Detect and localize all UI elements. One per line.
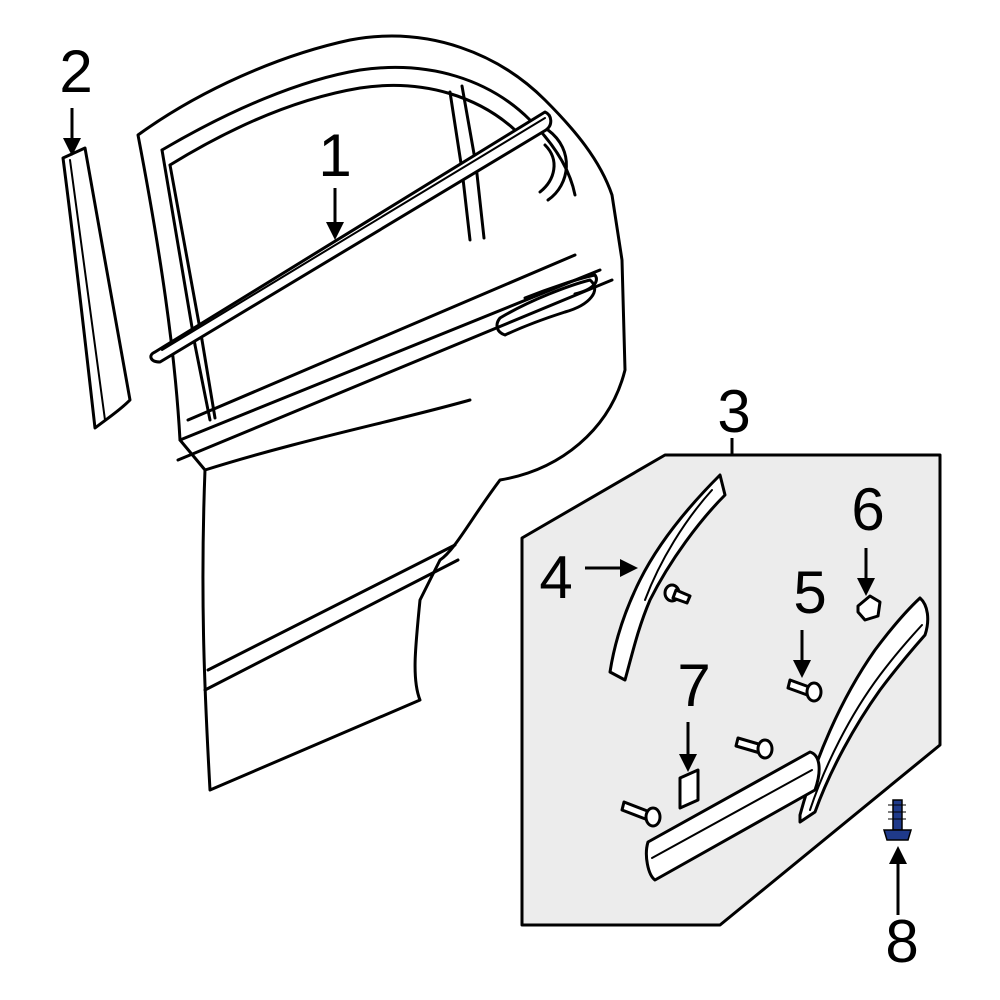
belt-molding (149, 110, 553, 364)
screw-middle (734, 736, 774, 760)
callout-4: 4 (539, 544, 572, 611)
callout-1: 1 (318, 122, 351, 189)
callout-7: 7 (677, 652, 710, 719)
callout-5: 5 (793, 559, 826, 626)
callout-arrow-2 (63, 108, 81, 156)
callout-arrow-6 (857, 548, 875, 596)
callout-6: 6 (851, 476, 884, 543)
rear-arch-molding (644, 596, 930, 882)
callout-arrow-1 (326, 188, 344, 240)
callout-arrow-5 (793, 630, 811, 678)
clip (663, 583, 692, 605)
callout-8: 8 (885, 908, 918, 975)
callout-3: 3 (717, 378, 750, 445)
callout-arrow-4 (585, 559, 638, 577)
pillar-trim (61, 146, 132, 430)
callout-2: 2 (59, 38, 92, 105)
retainer-clip (856, 594, 882, 622)
callout-arrow-7 (679, 722, 697, 772)
screw-upper (786, 678, 823, 703)
callout-arrow-8 (889, 846, 907, 915)
arch-trim-piece (608, 473, 727, 682)
screw-lower (620, 800, 662, 828)
rear-door (136, 34, 627, 792)
flange-bolt (882, 799, 913, 841)
adhesive-pad (678, 768, 700, 810)
